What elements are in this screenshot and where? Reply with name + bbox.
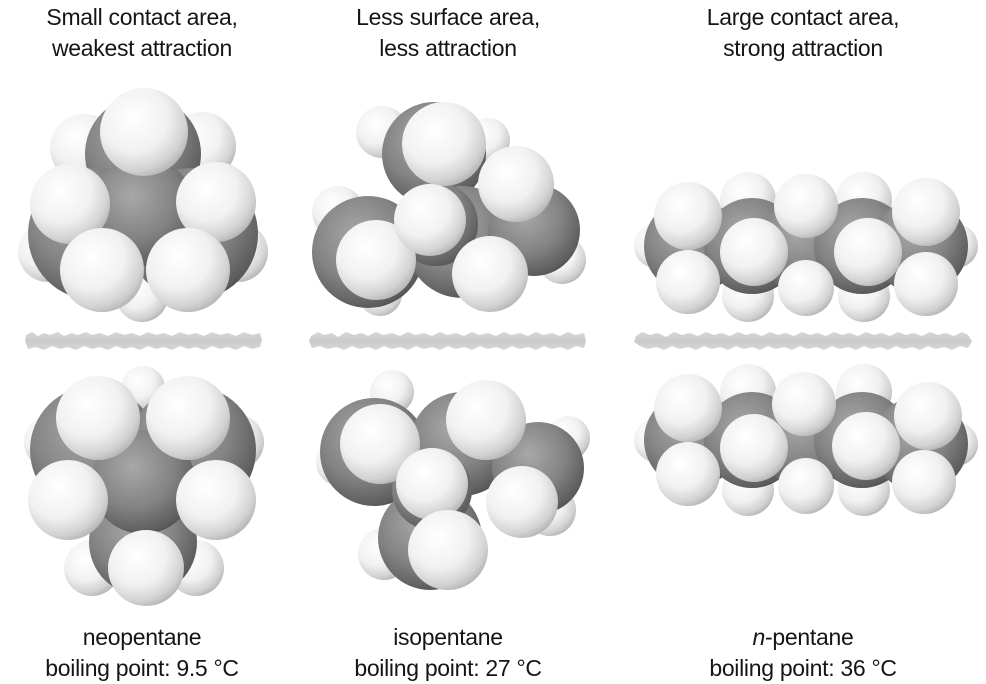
isopentane-contact-surface	[308, 331, 588, 351]
boiling-point: boiling point: 27 °C	[354, 655, 542, 681]
compound-name: n-pentane	[628, 622, 978, 653]
neopentane-molecule-bottom	[24, 366, 264, 606]
n-pentane-label: n-pentane boiling point: 36 °C	[628, 622, 978, 684]
boiling-point: boiling point: 36 °C	[709, 655, 897, 681]
compound-name: neopentane	[82, 624, 202, 650]
isopentane-label: isopentane boiling point: 27 °C	[300, 622, 596, 684]
isopentane-column: Less surface area, less attraction	[300, 0, 596, 683]
isopentane-heading: Less surface area, less attraction	[300, 2, 596, 64]
compound-name-rest: -pentane	[765, 624, 854, 650]
n-pentane-molecule-bottom	[634, 364, 978, 516]
heading-line-1: Less surface area,	[356, 4, 540, 30]
compound-name: isopentane	[393, 624, 503, 650]
heading-line-2: weakest attraction	[52, 35, 232, 61]
neopentane-label: neopentane boiling point: 9.5 °C	[10, 622, 274, 684]
neopentane-contact-surface	[24, 331, 264, 351]
boiling-point: boiling point: 9.5 °C	[45, 655, 239, 681]
neopentane-column: Small contact area, weakest attraction	[10, 0, 274, 683]
heading-line-1: Large contact area,	[706, 4, 900, 30]
heading-line-2: less attraction	[379, 35, 517, 61]
isopentane-molecule-bottom	[312, 370, 590, 592]
heading-line-2: strong attraction	[723, 35, 883, 61]
neopentane-heading: Small contact area, weakest attraction	[10, 2, 274, 64]
heading-line-1: Small contact area,	[46, 4, 238, 30]
italic-n-prefix: n	[752, 624, 766, 650]
n-pentane-column: Large contact area, strong attraction	[628, 0, 978, 683]
n-pentane-molecule-top	[634, 172, 978, 322]
n-pentane-heading: Large contact area, strong attraction	[628, 2, 978, 64]
isopentane-molecule-top	[312, 92, 586, 316]
neopentane-molecule-top	[18, 84, 268, 322]
n-pentane-contact-surface	[632, 331, 974, 351]
